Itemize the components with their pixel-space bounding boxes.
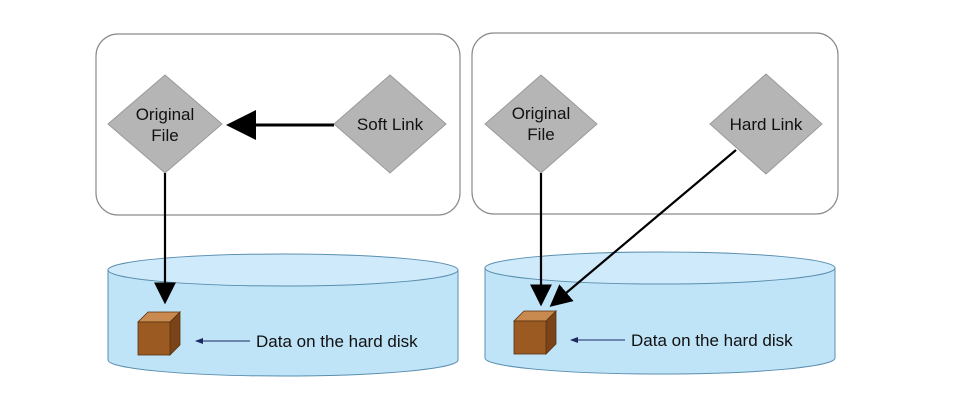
hard-link-original-file-node: Original File [484, 74, 598, 174]
soft-link-diagram: Original File Soft Link Data on the hard… [95, 33, 461, 377]
hard-link-node: Hard Link [709, 73, 823, 175]
soft-link-node: Soft Link [333, 74, 447, 174]
soft-link-label: Soft Link [357, 115, 424, 134]
hard-link-diagram: Original File Hard Link Data on the hard… [471, 32, 839, 375]
disk-top [484, 251, 836, 285]
hard-link-panel [471, 32, 839, 215]
soft-link-original-file-node: Original File [107, 74, 223, 174]
original-file-label-line1: Original [512, 104, 571, 123]
hard-link-label: Hard Link [730, 115, 803, 134]
disk-caption: Data on the hard disk [631, 331, 793, 350]
original-file-label-line2: File [527, 125, 554, 144]
original-file-label-line1: Original [136, 105, 195, 124]
disk-top [107, 253, 459, 287]
disk-body [107, 269, 459, 377]
soft-link-hard-disk [107, 253, 459, 377]
original-file-label-line2: File [151, 126, 178, 145]
hard-link-to-data-arrow [549, 149, 737, 307]
soft-link-data-block [137, 311, 181, 356]
hard-link-data-block [513, 310, 557, 355]
disk-caption: Data on the hard disk [256, 332, 418, 351]
